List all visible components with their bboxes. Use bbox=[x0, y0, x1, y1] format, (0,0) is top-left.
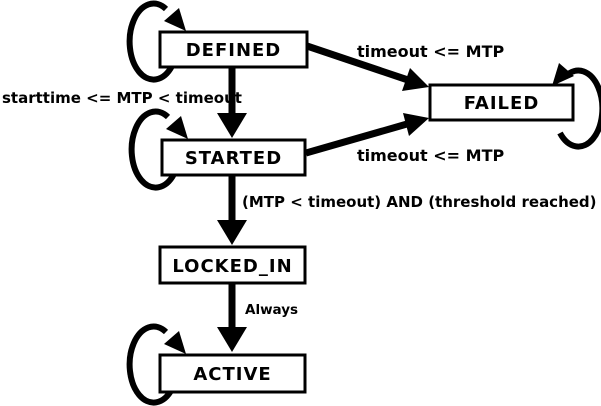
self-loop-defined bbox=[126, 0, 186, 83]
self-loop-active-arc bbox=[126, 323, 175, 406]
state-label-failed: FAILED bbox=[464, 93, 540, 114]
state-label-started: STARTED bbox=[185, 148, 282, 169]
self-loop-active-arrowhead bbox=[164, 331, 186, 354]
edge-label-timeout-condition-top: timeout <= MTP bbox=[357, 42, 504, 61]
edge-locked-in-to-active-arrowhead bbox=[217, 327, 247, 352]
state-box-active bbox=[158, 353, 307, 394]
self-loop-defined-arc bbox=[126, 0, 175, 83]
edge-label-timeout-condition-bottom: timeout <= MTP bbox=[357, 146, 504, 165]
state-label-defined: DEFINED bbox=[186, 40, 282, 61]
state-defined: DEFINED bbox=[158, 30, 309, 69]
state-box-locked-in bbox=[158, 245, 307, 285]
edge-started-to-locked-in-arrowhead bbox=[217, 220, 247, 245]
self-loop-started bbox=[128, 108, 188, 191]
edge-started-to-failed: timeout <= MTP bbox=[305, 113, 504, 165]
edge-started-to-failed-shaft bbox=[305, 120, 408, 157]
edge-defined-to-started-arrowhead bbox=[217, 113, 247, 138]
state-box-defined bbox=[158, 30, 309, 69]
edge-label-threshold-condition: (MTP < timeout) AND (threshold reached) bbox=[242, 193, 597, 211]
edge-defined-to-failed: timeout <= MTP bbox=[305, 42, 504, 91]
state-locked-in: LOCKED_IN bbox=[158, 245, 307, 285]
self-loop-failed bbox=[552, 63, 601, 150]
self-loop-started-arrowhead bbox=[166, 116, 188, 139]
state-box-failed bbox=[428, 83, 575, 122]
edge-label-always: Always bbox=[245, 302, 298, 318]
edge-defined-to-failed-arrowhead bbox=[402, 68, 429, 91]
self-loop-defined-arrowhead bbox=[164, 8, 186, 31]
state-failed: FAILED bbox=[428, 83, 575, 122]
edge-locked-in-to-active: Always bbox=[217, 282, 298, 352]
edge-defined-to-started: starttime <= MTP < timeout bbox=[2, 66, 247, 138]
state-box-started bbox=[160, 138, 307, 177]
edge-defined-to-failed-shaft bbox=[305, 42, 410, 84]
self-loop-failed-arc bbox=[557, 67, 601, 150]
state-label-active: ACTIVE bbox=[193, 364, 271, 385]
self-loop-started-arc bbox=[128, 108, 177, 191]
edge-started-to-failed-arrowhead bbox=[403, 113, 429, 136]
state-active: ACTIVE bbox=[158, 353, 307, 394]
edge-started-to-locked-in: (MTP < timeout) AND (threshold reached) bbox=[217, 174, 597, 245]
self-loop-active bbox=[126, 323, 186, 406]
self-loop-failed-arrowhead bbox=[552, 63, 574, 86]
state-started: STARTED bbox=[160, 138, 307, 177]
edge-label-starttime-condition: starttime <= MTP < timeout bbox=[2, 89, 242, 107]
state-label-locked-in: LOCKED_IN bbox=[172, 256, 292, 277]
